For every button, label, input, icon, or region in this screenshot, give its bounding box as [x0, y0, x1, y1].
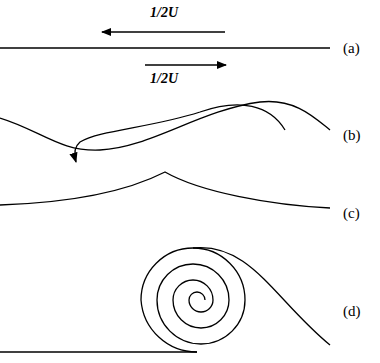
- shear-interface: [0, 47, 330, 48]
- velocity-label: 1/2U: [150, 72, 178, 86]
- panel-label: (d): [343, 304, 361, 319]
- panel-label: (a): [343, 41, 360, 56]
- velocity-label: 1/2U: [150, 6, 178, 20]
- velocity-arrow: [145, 64, 226, 65]
- lower-interface: [0, 351, 197, 352]
- crest-interface: [0, 172, 330, 208]
- vortex-spiral: [141, 248, 245, 352]
- panel-label: (b): [343, 128, 361, 143]
- wavy-interface: [0, 101, 330, 150]
- vortex-arm: [193, 248, 330, 345]
- panel-label: (c): [343, 206, 360, 221]
- perturbation-curve: [75, 105, 285, 162]
- velocity-arrow: [102, 31, 225, 32]
